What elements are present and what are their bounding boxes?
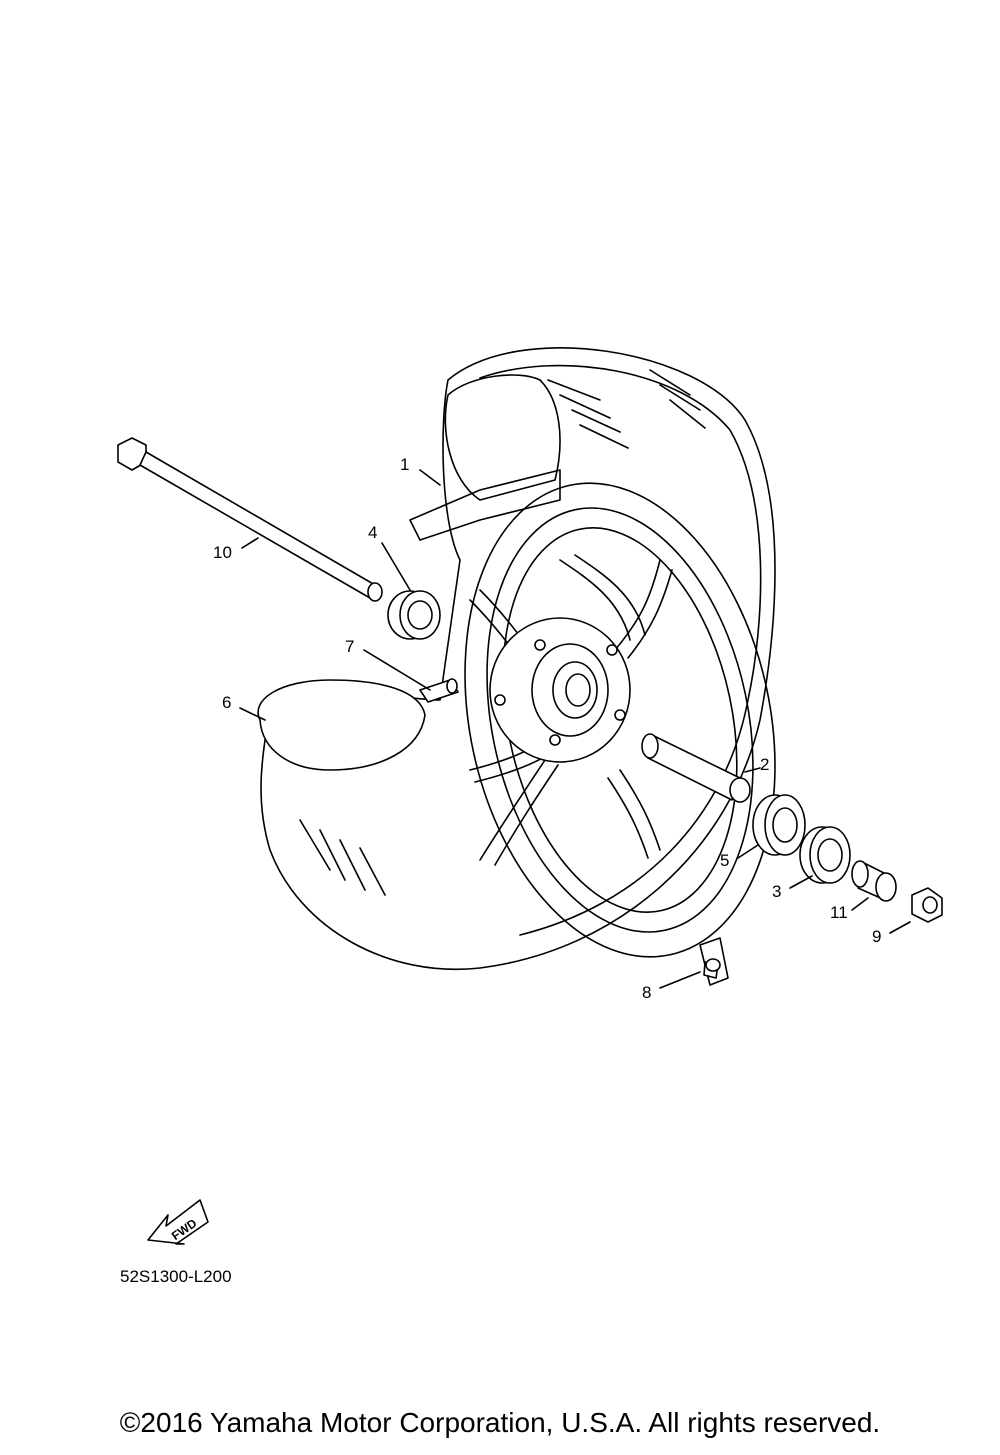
hub <box>489 617 631 763</box>
collar-11 <box>851 860 897 902</box>
callout-8: 8 <box>642 983 651 1002</box>
leader-lines <box>239 469 911 989</box>
axle <box>117 437 383 602</box>
callout-9: 9 <box>872 927 881 946</box>
callout-10: 10 <box>213 543 232 562</box>
diagram-code: 52S1300-L200 <box>120 1267 232 1286</box>
callout-2: 2 <box>760 755 769 774</box>
callout-3: 3 <box>772 882 781 901</box>
callout-11: 11 <box>830 903 848 922</box>
spacer-2 <box>641 733 751 803</box>
callout-labels: 1 2 3 4 5 6 7 8 9 10 11 <box>213 455 881 1002</box>
fwd-arrow-icon: FWD <box>147 1199 209 1245</box>
callout-4: 4 <box>368 523 377 542</box>
callout-1: 1 <box>400 455 409 474</box>
callout-5: 5 <box>720 851 729 870</box>
copyright-notice: ©2016 Yamaha Motor Corporation, U.S.A. A… <box>119 1407 881 1438</box>
bearing-5 <box>752 794 806 856</box>
nut-9 <box>911 887 943 923</box>
bearing-4 <box>387 590 441 640</box>
callout-6: 6 <box>222 693 231 712</box>
oil-seal-3 <box>799 826 851 884</box>
valve-7 <box>419 678 459 703</box>
balance-weight-8 <box>699 937 729 986</box>
rim <box>464 482 776 958</box>
callout-7: 7 <box>345 637 354 656</box>
